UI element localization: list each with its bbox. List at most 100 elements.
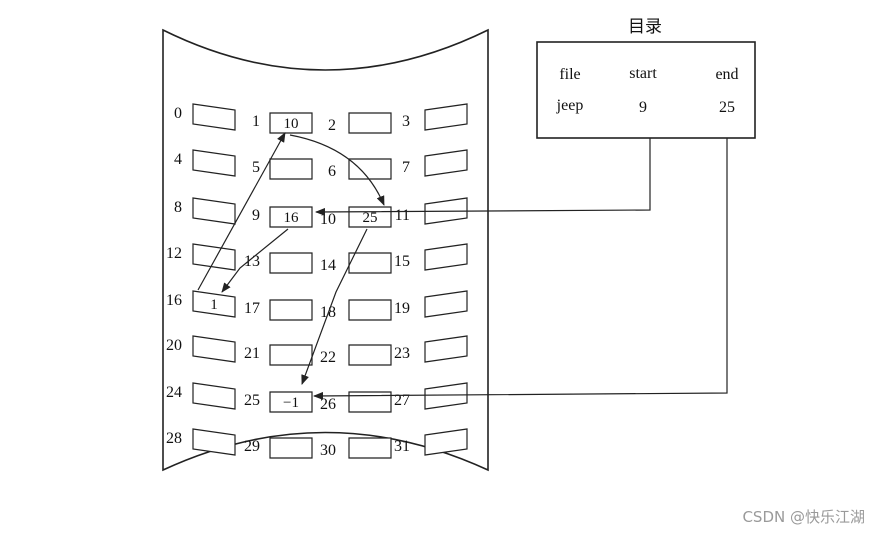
block-30: 30 [320, 437, 392, 459]
block-number: 11 [395, 207, 410, 224]
directory-box [536, 41, 756, 139]
disk-outline [162, 28, 489, 472]
block-cell [269, 206, 313, 228]
block-number: 8 [174, 199, 182, 216]
block-15: 15 [394, 243, 468, 271]
block-23: 23 [394, 335, 468, 363]
block-cell [192, 197, 236, 225]
block-cell [424, 428, 468, 456]
block-number: 30 [320, 442, 336, 459]
block-cell [192, 149, 236, 177]
block-cell [192, 335, 236, 363]
block-value: 10 [284, 116, 299, 132]
block-cell [269, 299, 313, 321]
block-number: 16 [166, 292, 182, 309]
block-number: 21 [244, 345, 260, 362]
block-number: 14 [320, 257, 336, 274]
block-cell [348, 437, 392, 459]
block-28: 28 [166, 428, 236, 456]
block-number: 27 [394, 392, 410, 409]
block-31: 31 [394, 428, 468, 456]
block-cell [348, 391, 392, 413]
block-cell [269, 437, 313, 459]
block-8: 8 [174, 197, 236, 225]
block-4: 4 [174, 149, 236, 177]
block-number: 2 [328, 117, 336, 134]
row-start: 9 [639, 99, 647, 116]
block-number: 20 [166, 337, 182, 354]
block-value: 25 [363, 210, 378, 226]
block-number: 0 [174, 105, 182, 122]
block-value: 1 [210, 297, 218, 313]
block-cell [269, 112, 313, 134]
block-number: 31 [394, 438, 410, 455]
block-number: 5 [252, 159, 260, 176]
block-value: 16 [284, 210, 300, 226]
block-cell [424, 335, 468, 363]
block-number: 15 [394, 253, 410, 270]
block-number: 26 [320, 396, 336, 413]
block-cell [348, 299, 392, 321]
block-cell [424, 290, 468, 318]
block-24: 24 [166, 382, 236, 410]
block-number: 3 [402, 113, 410, 130]
header-file: file [559, 66, 580, 83]
chain-arrows [197, 132, 385, 385]
block-cell [269, 344, 313, 366]
block-cell [348, 252, 392, 274]
header-end: end [715, 66, 738, 83]
block-cell [192, 382, 236, 410]
directory-title: 目录 [628, 17, 662, 37]
row-end: 25 [719, 99, 735, 116]
block-number: 29 [244, 438, 260, 455]
block-number: 9 [252, 207, 260, 224]
directory-table: 目录 file start end jeep 9 25 [536, 17, 756, 139]
block-number: 24 [166, 384, 182, 401]
block-number: 13 [244, 253, 260, 270]
block-number: 28 [166, 430, 182, 447]
block-number: 6 [328, 163, 336, 180]
arrow-9-to-16 [221, 228, 289, 293]
block-7: 7 [402, 149, 468, 177]
block-cell [192, 243, 236, 271]
block-2: 2 [328, 112, 392, 134]
watermark: CSDN @快乐江湖 [742, 508, 865, 526]
block-13: 13 [244, 252, 313, 274]
block-cell [424, 149, 468, 177]
block-12: 12 [166, 243, 236, 271]
block-1: 101 [252, 112, 313, 134]
block-20: 20 [166, 335, 236, 363]
block-cell [192, 290, 236, 318]
block-0: 0 [174, 103, 236, 131]
block-number: 22 [320, 349, 336, 366]
block-number: 23 [394, 345, 410, 362]
arrow-1-to-10 [289, 134, 385, 206]
block-21: 21 [244, 344, 313, 366]
block-number: 19 [394, 300, 410, 317]
block-number: 12 [166, 245, 182, 262]
block-cell [269, 252, 313, 274]
start-pointer-arrow [315, 138, 651, 216]
block-cell [424, 103, 468, 131]
block-9: 16 9 [252, 206, 313, 228]
block-value: −1 [283, 395, 299, 411]
block-number: 25 [244, 392, 260, 409]
block-14: 14 [320, 252, 392, 274]
arrow-10-to-25 [301, 228, 368, 385]
header-start: start [629, 65, 657, 82]
block-5: 5 [252, 158, 313, 180]
end-pointer-arrow [313, 138, 728, 400]
block-17: 17 [244, 299, 313, 321]
block-cell [348, 344, 392, 366]
block-27: 27 [394, 382, 468, 410]
block-29: 29 [244, 437, 313, 459]
block-18: 18 [320, 299, 392, 321]
row-file: jeep [556, 97, 584, 114]
block-6: 6 [328, 158, 392, 180]
block-22: 22 [320, 344, 392, 366]
block-cell [424, 382, 468, 410]
block-cell [348, 158, 392, 180]
